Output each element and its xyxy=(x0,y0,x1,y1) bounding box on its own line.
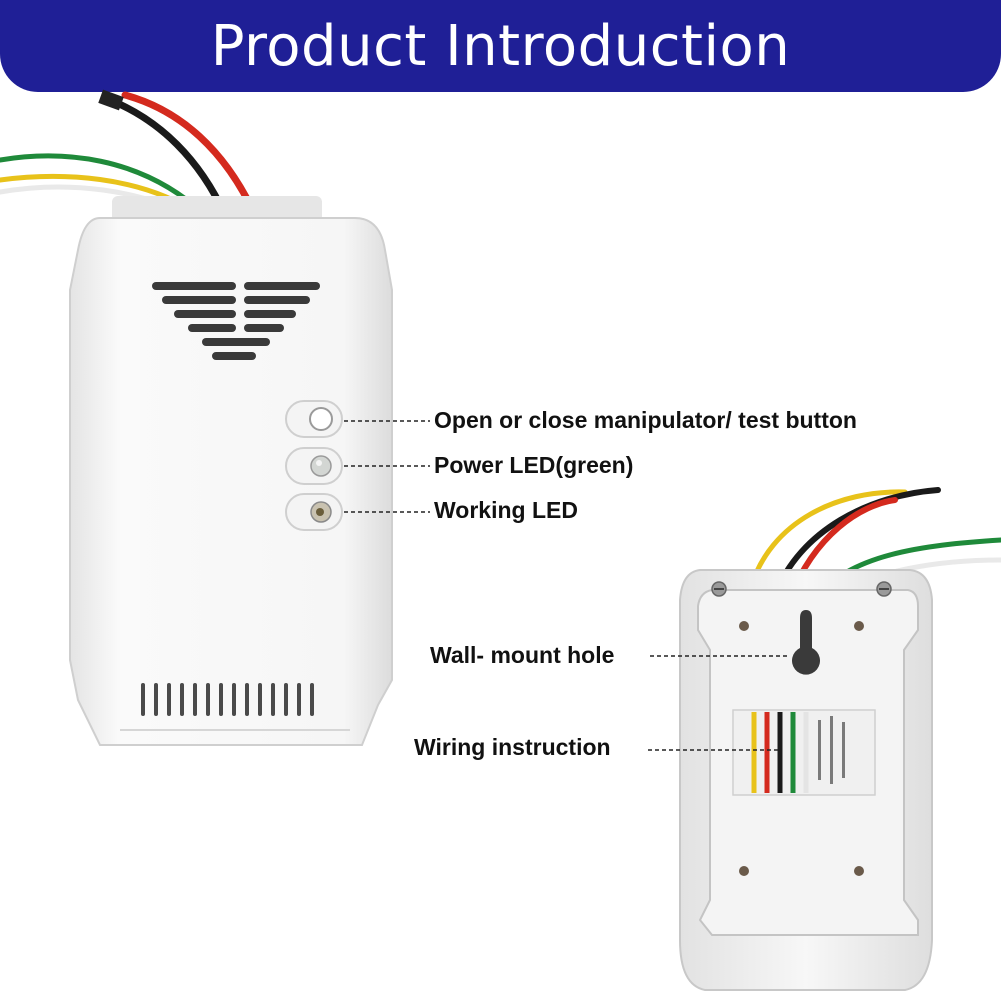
leader-lines-back xyxy=(648,655,790,751)
wiring-label xyxy=(732,709,876,796)
power-led xyxy=(310,455,332,477)
callout-power-led: Power LED(green) xyxy=(434,452,634,478)
working-led-housing xyxy=(285,493,343,531)
gas-detector-back xyxy=(679,569,933,991)
callout-working-led: Working LED xyxy=(434,497,578,523)
gas-detector-front xyxy=(69,196,393,746)
leader-lines-front xyxy=(344,420,430,513)
bottom-vent xyxy=(141,683,314,716)
callout-wiring-instruction: Wiring instruction xyxy=(414,734,611,760)
page-title: Product Introduction xyxy=(210,13,791,79)
power-led-housing xyxy=(285,447,343,485)
callout-wall-mount-hole: Wall- mount hole xyxy=(430,642,615,668)
red-wire xyxy=(121,91,259,219)
test-button-housing xyxy=(285,400,343,438)
wall-mount-hole xyxy=(792,610,821,675)
test-button xyxy=(309,407,333,431)
title-banner: Product Introduction xyxy=(0,0,1001,92)
green-wire xyxy=(0,153,208,218)
top-vent xyxy=(152,282,320,360)
callout-test-button: Open or close manipulator/ test button xyxy=(434,407,857,433)
yellow-wire xyxy=(747,489,908,593)
